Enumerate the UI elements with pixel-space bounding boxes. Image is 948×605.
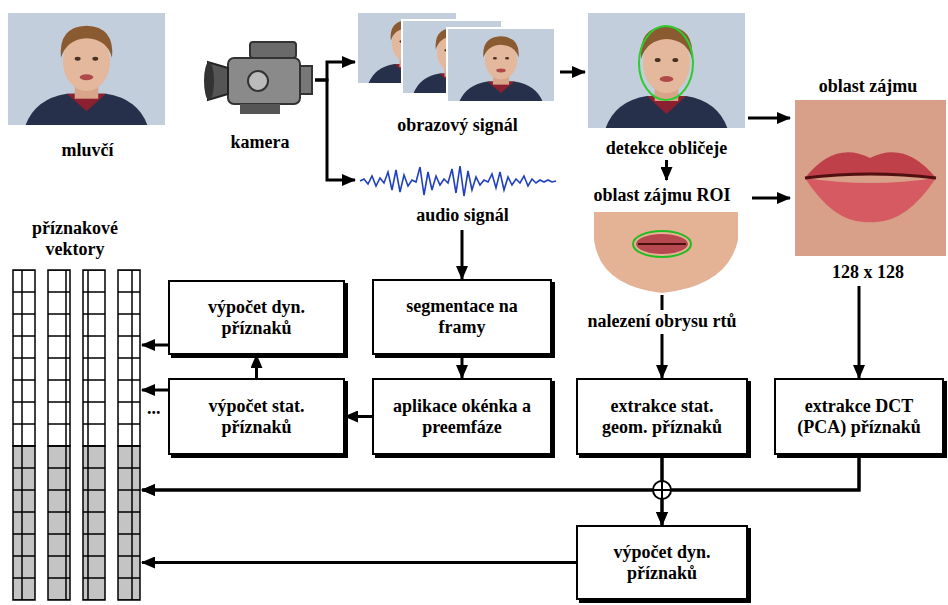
caption: detekce obličeje: [606, 138, 727, 159]
flow-arrow: [560, 71, 585, 74]
flow-arrow: [752, 197, 790, 200]
flow-arrow: [142, 455, 662, 490]
process-box: extrakce DCT (PCA) příznaků: [774, 378, 944, 455]
image-node: mluvčí: [5, 10, 170, 165]
flow-arrow: [662, 455, 859, 525]
roi-image: [594, 212, 738, 293]
process-box: výpočet dyn. příznaků: [168, 280, 345, 355]
image-node: oblast zájmu ROI: [572, 180, 752, 295]
flow-arrow: [315, 62, 355, 80]
flow-arrow: [142, 344, 168, 347]
caption: mluvčí: [62, 140, 114, 161]
mouth-closeup: [795, 100, 946, 256]
image-node: oblast zájmu 128 x 128: [790, 76, 946, 286]
flow-arrow: [661, 295, 664, 378]
flow-arrow: [858, 286, 861, 378]
caption: audio signál: [416, 205, 509, 226]
flow-arrow: [255, 355, 258, 378]
audio-waveform: [360, 166, 556, 196]
process-box: aplikace okénka a preemfáze: [372, 378, 552, 455]
flow-arrow: [142, 455, 859, 490]
image-node: příznakové vektory: [8, 218, 142, 603]
face-detection-photo: [588, 13, 745, 128]
caption: obrazový signál: [397, 115, 518, 136]
caption: oblast zájmu: [819, 76, 918, 97]
process-box: extrakce stat. geom. příznaků: [576, 378, 748, 455]
speaker-photo: [8, 13, 165, 125]
box-label: extrakce DCT (PCA) příznaků: [784, 396, 934, 437]
box-label: aplikace okénka a preemfáze: [382, 396, 542, 437]
flow-arrow: [142, 389, 168, 392]
box-label: segmentace na framy: [382, 296, 542, 337]
box-label: extrakce stat. geom. příznaků: [586, 396, 738, 437]
caption: oblast zájmu ROI: [593, 185, 730, 206]
image-node: detekce obličeje: [585, 10, 748, 160]
box-label: výpočet dyn. příznaků: [586, 542, 738, 583]
video-frames: [357, 12, 555, 102]
flow-arrow: [461, 355, 464, 378]
flow-arrow: [142, 561, 576, 564]
vector-column: [13, 270, 35, 600]
edge-label: nalezení obrysu rtů: [584, 310, 739, 333]
image-node: kamera: [205, 35, 315, 160]
vector-column: [83, 270, 105, 600]
process-box: výpočet stat. příznaků: [168, 378, 345, 455]
vector-column: [118, 270, 140, 600]
flow-arrow: [315, 80, 355, 180]
box-label: výpočet dyn. příznaků: [178, 297, 335, 338]
process-box: výpočet dyn. příznaků: [576, 525, 748, 600]
camera-icon: [204, 42, 312, 114]
flow-arrow: [345, 415, 372, 418]
continuation-mark: ...: [147, 398, 161, 419]
flow-arrow: [748, 117, 790, 120]
vector-column: [48, 270, 70, 600]
caption: 128 x 128: [832, 262, 904, 283]
image-node: audio signál: [355, 160, 570, 230]
box-label: výpočet stat. příznaků: [178, 396, 335, 437]
process-box: segmentace na framy: [372, 279, 552, 355]
image-node: obrazový signál: [355, 10, 560, 138]
caption: příznakové vektory: [8, 218, 142, 259]
caption: kamera: [231, 132, 290, 153]
flow-arrow: [665, 160, 668, 180]
flow-arrow: [461, 230, 464, 279]
